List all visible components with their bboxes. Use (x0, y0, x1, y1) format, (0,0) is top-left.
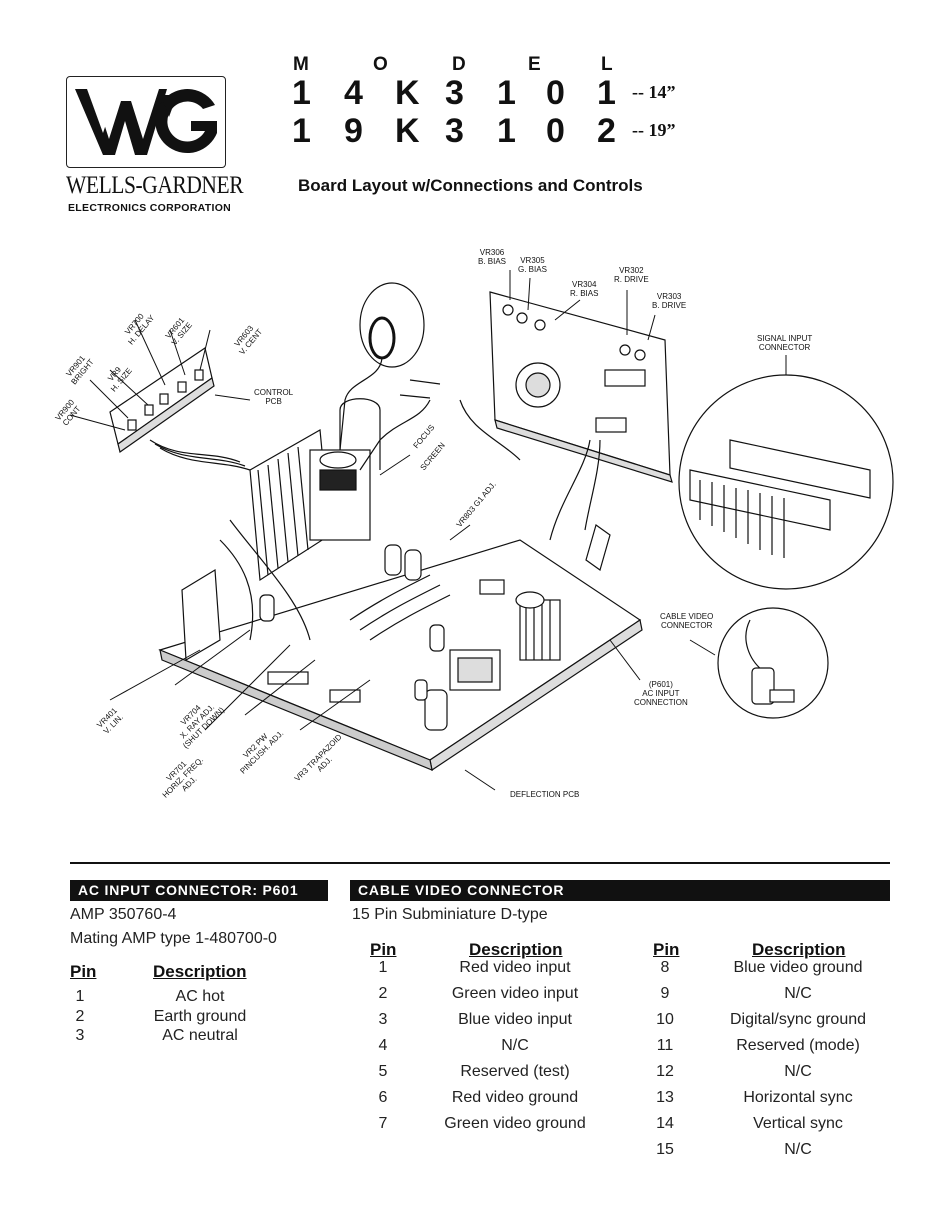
cv-pin: 9 (660, 985, 670, 1002)
cv-description: N/C (784, 985, 812, 1002)
cv-pin: 5 (378, 1063, 388, 1080)
deflection-pcb-drawing (158, 519, 643, 771)
cv-col-pin-right: Pin (653, 940, 680, 959)
cv-pin: 2 (378, 985, 388, 1002)
cv-description: Digital/sync ground (729, 1011, 867, 1028)
cv-col-pin-left: Pin (370, 940, 397, 959)
ac-col-pin: Pin (70, 962, 97, 981)
ac-pin: 1 (75, 988, 85, 1005)
board-layout-diagram (69, 270, 894, 791)
control-pcb-drawing (109, 347, 251, 471)
model-letter: E (528, 54, 541, 75)
cv-pin: 12 (656, 1063, 674, 1080)
cv-pin: 11 (656, 1037, 674, 1054)
model-char: 1 (497, 74, 516, 112)
cv-description: N/C (501, 1037, 529, 1054)
model-char: 0 (546, 74, 565, 112)
video-pcb-drawing (459, 291, 673, 571)
model-char: 3 (445, 112, 464, 150)
model-letter: O (373, 54, 388, 75)
model-letter: D (452, 54, 466, 75)
model-char: K (395, 112, 420, 150)
board-layout-title: Board Layout w/Connections and Controls (298, 176, 643, 195)
company-logo (66, 76, 226, 168)
model-letter: M (293, 54, 309, 75)
section-divider (70, 862, 890, 864)
cable-video-type: 15 Pin Subminiature D-type (352, 906, 548, 923)
ac-col-description: Description (153, 962, 247, 981)
cv-pin: 1 (378, 959, 388, 976)
cv-description: Green video ground (444, 1115, 586, 1132)
model-char: 9 (344, 112, 363, 150)
signal-input-connector-drawing (678, 374, 894, 590)
cv-description: Reserved (mode) (736, 1037, 860, 1054)
flyback-drawing (249, 398, 431, 582)
ac-input-part: AMP 350760-4 (70, 906, 177, 923)
ac-input-heading: AC INPUT CONNECTOR: P601 (70, 880, 328, 901)
cv-description: Horizontal sync (743, 1089, 853, 1106)
model-letter: L (601, 54, 613, 75)
cv-description: Blue video ground (733, 959, 863, 976)
ac-pin: 3 (75, 1027, 85, 1044)
wg-logo-mark (75, 89, 217, 155)
model-char: 1 (597, 74, 616, 112)
model-char: K (395, 74, 420, 112)
ac-description: Earth ground (153, 1008, 247, 1025)
cv-description: Green video input (451, 985, 579, 1002)
model-char: 3 (445, 74, 464, 112)
cv-description: Red video input (459, 959, 571, 976)
cv-col-description-right: Description (752, 940, 846, 959)
cv-description: Blue video input (458, 1011, 572, 1028)
model-char: 2 (597, 112, 616, 150)
cv-pin: 13 (656, 1089, 674, 1106)
model-char: 1 (292, 74, 311, 112)
cv-pin: 3 (378, 1011, 388, 1028)
cv-pin: 15 (656, 1141, 674, 1158)
cv-pin: 8 (660, 959, 670, 976)
model-char: 0 (546, 112, 565, 150)
crt-neck-drawing (339, 282, 441, 451)
model-char: 1 (497, 112, 516, 150)
cv-pin: 6 (378, 1089, 388, 1106)
cv-pin: 7 (378, 1115, 388, 1132)
model-char: 1 (292, 112, 311, 150)
cv-description: N/C (784, 1063, 812, 1080)
model-char: 4 (344, 74, 363, 112)
cv-description: Reserved (test) (460, 1063, 570, 1080)
cv-pin: 4 (378, 1037, 388, 1054)
ac-pin: 2 (75, 1008, 85, 1025)
screen-size-tag: -- 19” (632, 120, 676, 140)
ac-description: AC neutral (162, 1027, 238, 1044)
cv-description: Vertical sync (753, 1115, 843, 1132)
cv-description: N/C (784, 1141, 812, 1158)
company-subtitle: ELECTRONICS CORPORATION (68, 202, 232, 214)
cv-col-description-left: Description (469, 940, 563, 959)
cable-video-connector-drawing (717, 607, 829, 719)
leader-lines (69, 270, 787, 791)
cv-pin: 10 (656, 1011, 674, 1028)
label-deflection-pcb: DEFLECTION PCB (510, 790, 580, 799)
ac-input-mating: Mating AMP type 1-480700-0 (70, 930, 277, 947)
screen-size-tag: -- 14” (632, 82, 676, 102)
cv-description: Red video ground (451, 1089, 579, 1106)
cv-pin: 14 (656, 1115, 674, 1132)
ac-description: AC hot (175, 988, 225, 1005)
cable-video-heading: CABLE VIDEO CONNECTOR (350, 880, 890, 901)
